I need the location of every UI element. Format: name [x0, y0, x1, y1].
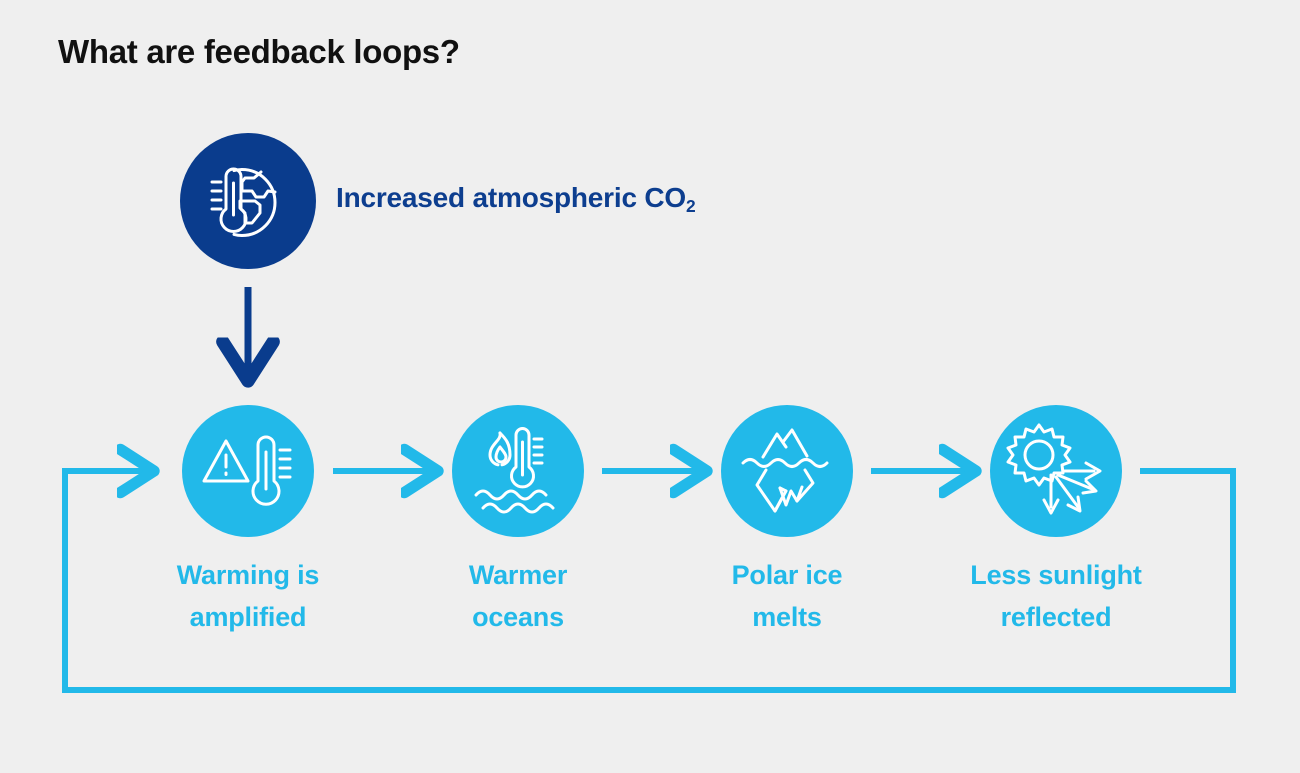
- stage-circle: [182, 405, 314, 537]
- source-label: Increased atmospheric CO2: [336, 182, 696, 216]
- stage-circle: [721, 405, 853, 537]
- iceberg-icon: [741, 428, 829, 513]
- sun-reflected-rays-icon: [1006, 423, 1102, 515]
- stage-label-line2: reflected: [1000, 601, 1112, 632]
- stage-label-line1: Polar ice: [731, 560, 843, 590]
- stage-less-sunlight-reflected: Less sunlight reflected: [970, 405, 1142, 632]
- source-label-subscript: 2: [686, 195, 696, 216]
- stage-circle: [452, 405, 584, 537]
- stage-warmer-oceans: Warmer oceans: [452, 405, 584, 632]
- thermometer-globe-icon: [210, 167, 277, 237]
- stage-circle: [990, 405, 1122, 537]
- page-title: What are feedback loops?: [58, 33, 460, 70]
- stage-label-line1: Warmer: [468, 560, 568, 590]
- stage-warming-amplified: Warming is amplified: [177, 405, 319, 632]
- flame-thermometer-waves-icon: [474, 427, 555, 514]
- stage-label-line2: melts: [752, 601, 822, 632]
- stage-polar-ice-melts: Polar ice melts: [721, 405, 853, 632]
- stage-label-line2: oceans: [472, 601, 564, 632]
- stage-label: Warming is amplified: [138, 555, 358, 638]
- stage-label: Warmer oceans: [408, 555, 628, 638]
- source-circle: [180, 133, 316, 269]
- stage-label-line1: Less sunlight: [970, 560, 1142, 590]
- warning-thermometer-icon: [202, 435, 292, 506]
- source-label-text: Increased atmospheric CO: [336, 182, 686, 213]
- stage-label: Polar ice melts: [677, 555, 897, 638]
- stage-label: Less sunlight reflected: [946, 555, 1166, 638]
- stage-label-line1: Warming is: [176, 560, 320, 590]
- stage-label-line2: amplified: [189, 601, 307, 632]
